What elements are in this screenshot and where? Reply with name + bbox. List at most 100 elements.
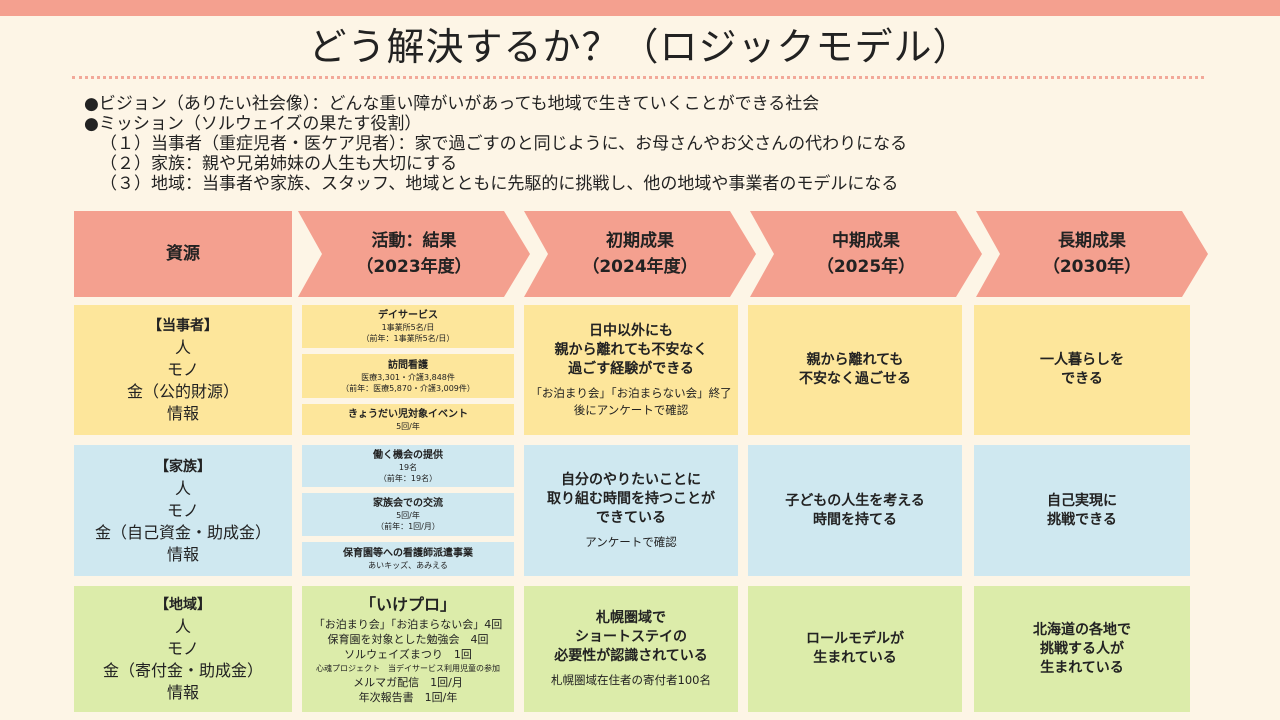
resource-item: 情報	[166, 683, 199, 702]
long-outcome-kazoku: 自己実現に 挑戦できる	[974, 445, 1190, 576]
early-outcome-kazoku: 自分のやりたいことに 取り組む時間を持つことが できている アンケートで確認	[524, 445, 738, 576]
outcome-line: 必要性が認識されている	[554, 648, 708, 664]
resource-item: モノ	[166, 639, 199, 658]
activity-title: 訪問看護	[388, 359, 428, 371]
header-activities: 活動：結果 （2023年度）	[298, 211, 530, 297]
vision-line: ●ビジョン（ありたい社会像）：どんな重い障がいがあっても地域で生きていくことがで…	[84, 94, 820, 114]
mid-outcome-chiiki: ロールモデルが 生まれている	[748, 586, 962, 712]
mission-item-2: （２）家族：親や兄弟姉妹の人生も大切にする	[100, 154, 458, 174]
early-outcome-chiiki: 札幌圏域で ショートステイの 必要性が認識されている 札幌圏域在住者の寄付者10…	[524, 586, 738, 712]
activity-title: デイサービス	[378, 310, 438, 321]
resource-heading: 【家族】	[155, 458, 211, 475]
activity-detail: 年次報告書 1回/年	[358, 691, 458, 704]
outcome-line: 挑戦する人が	[1040, 640, 1124, 657]
header-period: （2023年度）	[356, 257, 472, 277]
resource-item: 人	[174, 478, 191, 498]
header-label: 中期成果	[832, 231, 900, 251]
outcome-line: 挑戦できる	[1047, 511, 1117, 528]
outcome-line: 自分のやりたいことに	[561, 471, 701, 488]
outcome-note: 「お泊まり会」「お泊まらない会」終了	[530, 385, 732, 400]
header-label: 資源	[166, 244, 200, 264]
activity-title: 「いけプロ」	[359, 595, 456, 614]
activity-detail: 医療3,301・介護3,848件	[361, 372, 455, 382]
activity-nurse-dispatch: 保育園等への看護師派遣事業 あいキッズ、あみえる	[302, 542, 514, 576]
outcome-line: 生まれている	[1040, 659, 1124, 676]
resource-item: 人	[174, 617, 191, 636]
outcome-line: 過ごす経験ができる	[568, 360, 694, 377]
resource-item: 金（公的財源）	[126, 382, 239, 401]
resource-item: 人	[174, 338, 191, 357]
outcome-line: できている	[596, 509, 666, 526]
activity-detail: 19名	[398, 462, 418, 472]
header-period: （2025年）	[816, 257, 916, 277]
outcome-line: できる	[1061, 371, 1103, 387]
intro-text: ●ビジョン（ありたい社会像）：どんな重い障がいがあっても地域で生きていくことがで…	[84, 94, 907, 194]
outcome-line: 不安なく過ごせる	[799, 371, 911, 387]
mission-item-3: （３）地域：当事者や家族、スタッフ、地域とともに先駆的に挑戦し、他の地域や事業者…	[100, 174, 899, 194]
outcome-line: 親から離れても不安なく	[554, 341, 708, 358]
mission-line: ●ミッション（ソルウェイズの果たす役割）	[84, 114, 422, 134]
page-title: どう解決するか？（ロジックモデル）	[308, 25, 972, 69]
activity-detail: 5回/年	[396, 421, 420, 431]
long-outcome-toujisha: 一人暮らしを できる	[974, 305, 1190, 435]
resource-toujisha: 【当事者】 人 モノ 金（公的財源） 情報	[74, 305, 292, 435]
activity-day-service: デイサービス 1事業所5名/日 （前年：1事業所5名/日）	[302, 305, 514, 348]
resource-item: 金（寄付金・助成金）	[102, 661, 263, 680]
header-label: 初期成果	[606, 231, 674, 251]
header-label: 活動：結果	[371, 231, 457, 251]
activity-title: 家族会での交流	[373, 498, 443, 509]
activity-detail: ソルウェイズまつり 1回	[344, 648, 472, 661]
outcome-note: 札幌圏域在住者の寄付者100名	[551, 673, 711, 687]
early-outcome-toujisha: 日中以外にも 親から離れても不安なく 過ごす経験ができる 「お泊まり会」「お泊ま…	[524, 305, 738, 435]
mission-item-1: （１）当事者（重症児者・医ケア児者）：家で過ごすのと同じように、お母さんやお父さ…	[100, 134, 908, 154]
activity-title: きょうだい児対象イベント	[348, 408, 468, 420]
resource-item: 情報	[166, 404, 199, 423]
outcome-line: 生まれている	[813, 650, 897, 666]
activity-detail: あいキッズ、あみえる	[368, 561, 448, 570]
outcome-line: 北海道の各地で	[1033, 621, 1131, 638]
activity-ikepuro: 「いけプロ」 「お泊まり会」「お泊まらない会」4回 保育園を対象とした勉強会 4…	[302, 586, 514, 712]
resource-heading: 【当事者】	[148, 318, 218, 334]
outcome-note: 後にアンケートで確認	[573, 402, 689, 417]
outcome-line: 一人暮らしを	[1040, 352, 1124, 368]
activity-home-nursing: 訪問看護 医療3,301・介護3,848件 （前年：医療5,870・介護3,00…	[302, 354, 514, 398]
activity-detail: （前年：1事業所5名/日）	[361, 334, 455, 343]
outcome-line: 日中以外にも	[589, 322, 673, 339]
title-divider	[72, 76, 1204, 79]
resource-item: モノ	[166, 500, 199, 520]
activity-title: 保育園等への看護師派遣事業	[343, 548, 473, 559]
long-outcome-chiiki: 北海道の各地で 挑戦する人が 生まれている	[974, 586, 1190, 712]
mid-outcome-kazoku: 子どもの人生を考える 時間を持てる	[748, 445, 962, 576]
header-long-outcome: 長期成果 （2030年）	[976, 211, 1208, 297]
resource-item: 情報	[166, 544, 199, 564]
activity-detail: メルマガ配信 1回/月	[353, 676, 463, 689]
activity-detail: （前年：19名）	[378, 473, 438, 483]
outcome-line: 自己実現に	[1047, 492, 1117, 509]
resource-item: モノ	[166, 360, 199, 379]
activity-title: 働く機会の提供	[373, 449, 443, 461]
header-period: （2030年）	[1042, 257, 1142, 277]
activity-detail: 心魂プロジェクト 当デイサービス利用児童の参加	[316, 664, 500, 673]
top-accent-bar	[0, 0, 1280, 16]
resource-heading: 【地域】	[155, 597, 211, 613]
activity-family-meeting: 家族会での交流 5回/年 （前年：1回/月）	[302, 493, 514, 536]
header-period: （2024年度）	[582, 257, 698, 277]
resource-kazoku: 【家族】 人 モノ 金（自己資金・助成金） 情報	[74, 445, 292, 576]
activity-detail: 保育園を対象とした勉強会 4回	[327, 633, 489, 646]
activity-sibling-event: きょうだい児対象イベント 5回/年	[302, 404, 514, 435]
resource-chiiki: 【地域】 人 モノ 金（寄付金・助成金） 情報	[74, 586, 292, 712]
header-mid-outcome: 中期成果 （2025年）	[750, 211, 982, 297]
resource-item: 金（自己資金・助成金）	[94, 522, 271, 542]
activity-detail: （前年：1回/月）	[376, 522, 440, 531]
activity-detail: 1事業所5名/日	[381, 323, 435, 332]
outcome-line: ショートステイの	[575, 629, 687, 645]
activity-detail: 「お泊まり会」「お泊まらない会」4回	[313, 618, 503, 631]
header-early-outcome: 初期成果 （2024年度）	[524, 211, 756, 297]
outcome-line: 親から離れても	[806, 352, 904, 368]
mid-outcome-toujisha: 親から離れても 不安なく過ごせる	[748, 305, 962, 435]
header-label: 長期成果	[1058, 231, 1126, 251]
outcome-line: 取り組む時間を持つことが	[547, 490, 715, 507]
header-resources: 資源	[74, 211, 292, 297]
activity-work-opportunity: 働く機会の提供 19名 （前年：19名）	[302, 445, 514, 487]
activity-detail: （前年：医療5,870・介護3,009件）	[341, 383, 475, 393]
